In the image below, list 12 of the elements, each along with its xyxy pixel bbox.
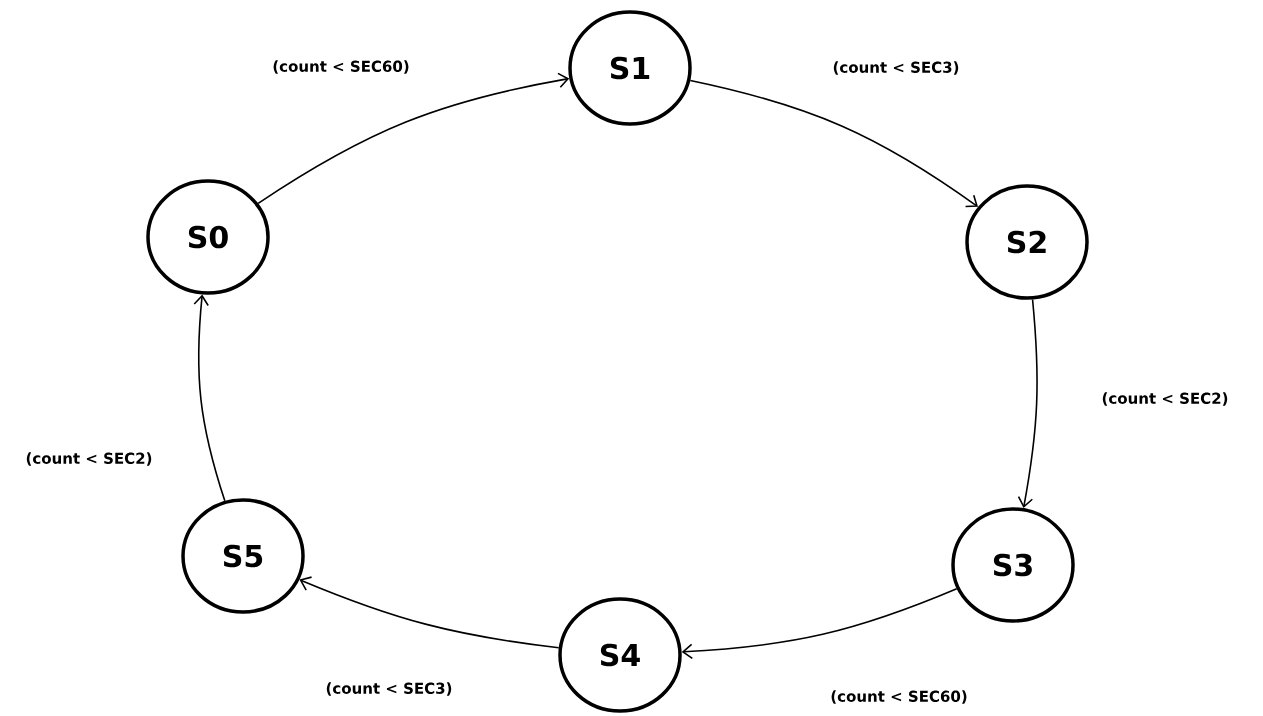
arrow bbox=[1017, 298, 1038, 509]
arrow bbox=[193, 294, 226, 502]
edge-label: (count < SEC3) bbox=[831, 60, 961, 76]
arrow bbox=[681, 587, 958, 660]
arrow bbox=[257, 72, 570, 205]
arrow bbox=[689, 79, 978, 208]
edge-label: (count < SEC2) bbox=[24, 451, 154, 467]
edge-label: (count < SEC60) bbox=[829, 689, 969, 705]
edge-label: (count < SEC2) bbox=[1100, 391, 1230, 407]
arrow bbox=[299, 576, 560, 649]
edge-label: (count < SEC3) bbox=[324, 681, 454, 697]
edge-label: (count < SEC60) bbox=[271, 59, 411, 75]
